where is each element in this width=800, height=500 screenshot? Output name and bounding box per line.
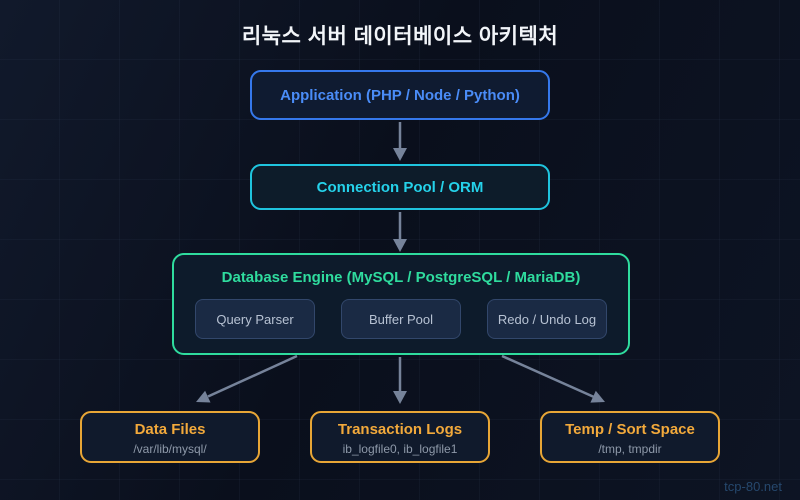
arrow-engine-to-transaction-logs	[393, 357, 407, 404]
database-engine-label: Database Engine (MySQL / PostgreSQL / Ma…	[221, 269, 581, 286]
arrow-engine-to-data-files	[196, 354, 298, 403]
buffer-pool-box: Buffer Pool	[341, 299, 461, 339]
query-parser-label: Query Parser	[216, 311, 294, 327]
data-files-label: Data Files	[134, 421, 206, 438]
data-files-box: Data Files /var/lib/mysql/	[80, 411, 260, 463]
watermark: tcp-80.net	[724, 479, 782, 494]
database-engine-box: Database Engine (MySQL / PostgreSQL / Ma…	[172, 253, 630, 355]
arrow-pool-to-engine	[393, 212, 407, 252]
connection-pool-box: Connection Pool / ORM	[250, 164, 550, 210]
query-parser-box: Query Parser	[195, 299, 315, 339]
temp-sort-space-box: Temp / Sort Space /tmp, tmpdir	[540, 411, 720, 463]
buffer-pool-label: Buffer Pool	[368, 311, 434, 327]
redo-undo-log-label: Redo / Undo Log	[497, 311, 597, 327]
data-files-detail: /var/lib/mysql/	[133, 442, 207, 456]
application-box: Application (PHP / Node / Python)	[250, 70, 550, 120]
arrow-engine-to-temp-sort	[501, 354, 605, 403]
page-title: 리눅스 서버 데이터베이스 아키텍처	[241, 25, 559, 48]
redo-undo-log-box: Redo / Undo Log	[487, 299, 607, 339]
application-label: Application (PHP / Node / Python)	[280, 86, 520, 104]
arrow-application-to-pool	[393, 122, 407, 161]
transaction-logs-box: Transaction Logs ib_logfile0, ib_logfile…	[310, 411, 490, 463]
temp-sort-space-detail: /tmp, tmpdir	[598, 442, 662, 456]
engine-components-row: Query Parser Buffer Pool Redo / Undo Log	[174, 299, 628, 339]
connection-pool-label: Connection Pool / ORM	[316, 178, 484, 196]
transaction-logs-label: Transaction Logs	[337, 421, 463, 438]
transaction-logs-detail: ib_logfile0, ib_logfile1	[342, 442, 458, 456]
temp-sort-space-label: Temp / Sort Space	[565, 421, 695, 438]
